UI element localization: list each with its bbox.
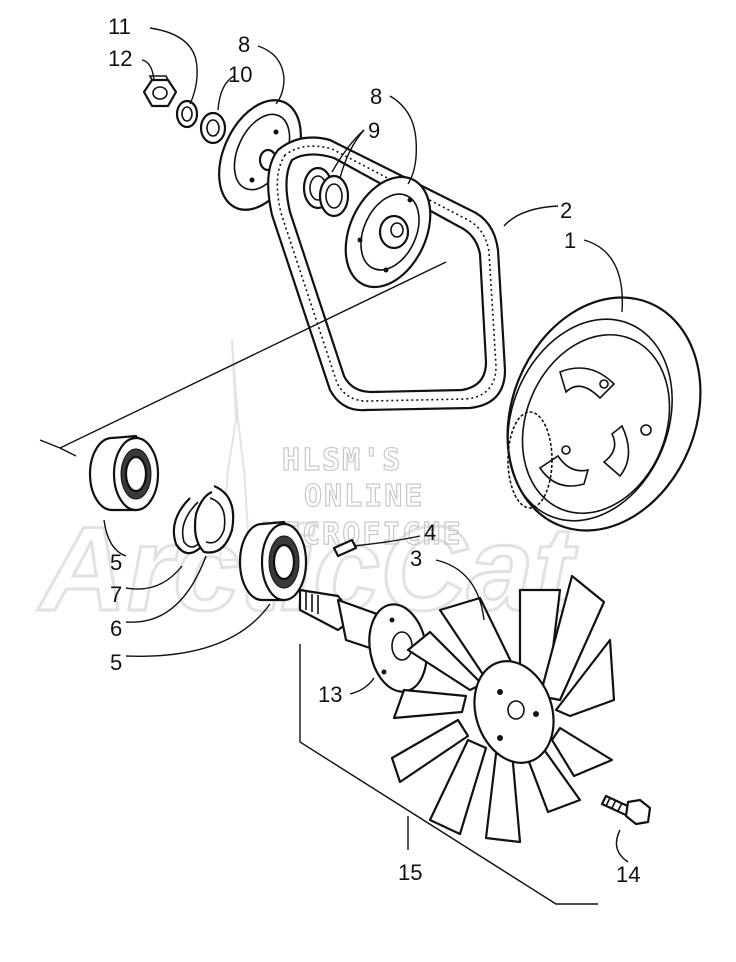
part-1-driven-pulley <box>506 296 702 532</box>
callout-11: 11 <box>108 14 131 39</box>
part-5-bearing-upper <box>88 434 160 512</box>
callout-8-upper: 8 <box>238 32 250 57</box>
callout-9: 9 <box>368 118 380 143</box>
callout-1: 1 <box>564 228 576 253</box>
callout-8-lower: 8 <box>370 84 382 109</box>
part-12-nut <box>142 75 178 108</box>
callout-7: 7 <box>110 582 122 607</box>
part-4-woodruff-key <box>332 538 358 558</box>
leader-lines <box>39 27 629 905</box>
callout-10: 10 <box>228 62 252 87</box>
callout-6: 6 <box>110 616 122 641</box>
part-9-spacers <box>302 166 350 218</box>
callout-2: 2 <box>560 198 572 223</box>
callout-15: 15 <box>398 860 422 885</box>
watermark-steeple-icon <box>218 339 252 561</box>
callout-3: 3 <box>410 546 422 571</box>
watermark-line-2: ONLINE <box>304 479 424 514</box>
part-13-hub-shaft <box>298 588 428 693</box>
callout-13: 13 <box>318 682 342 707</box>
part-10-washer <box>199 111 227 145</box>
watermark-line-1: HLSM'S <box>282 443 402 478</box>
callout-5-lower: 5 <box>110 650 122 675</box>
part-5-bearing-lower <box>238 520 308 602</box>
callouts: 11 12 8 10 8 9 2 1 4 3 5 7 6 5 13 15 14 <box>108 14 640 887</box>
part-14-bolt <box>600 794 652 826</box>
callout-14: 14 <box>616 862 640 887</box>
callout-4: 4 <box>424 520 436 545</box>
part-11-lock-washer <box>175 99 199 129</box>
callout-12: 12 <box>108 46 132 71</box>
part-3-fan <box>390 574 616 844</box>
part-8-sheave-front <box>344 175 432 289</box>
callout-5-upper: 5 <box>110 550 122 575</box>
part-6-circlip <box>193 484 235 554</box>
